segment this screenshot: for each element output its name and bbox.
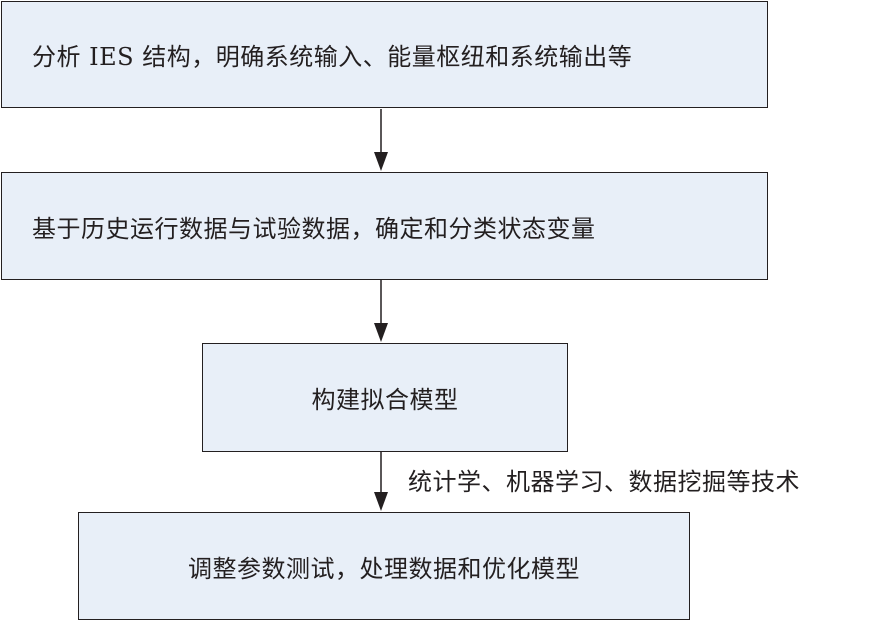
step-4-text: 调整参数测试，处理数据和优化模型 bbox=[188, 554, 580, 583]
arrow-label: 统计学、机器学习、数据挖掘等技术 bbox=[408, 468, 800, 496]
arrow-3-4-head bbox=[374, 492, 388, 511]
step-1-text: 分析 IES 结构，明确系统输入、能量枢纽和系统输出等 bbox=[32, 43, 633, 71]
step-2-box: 基于历史运行数据与试验数据，确定和分类状态变量 bbox=[1, 172, 768, 280]
step-3-box: 构建拟合模型 bbox=[202, 343, 568, 452]
arrow-2-3-head bbox=[374, 323, 388, 342]
step-2-text: 基于历史运行数据与试验数据，确定和分类状态变量 bbox=[32, 214, 596, 243]
step-3-text: 构建拟合模型 bbox=[311, 386, 459, 414]
step-4-box: 调整参数测试，处理数据和优化模型 bbox=[78, 512, 690, 620]
step-1-box: 分析 IES 结构，明确系统输入、能量枢纽和系统输出等 bbox=[1, 1, 768, 108]
arrow-1-2-head bbox=[374, 152, 388, 171]
